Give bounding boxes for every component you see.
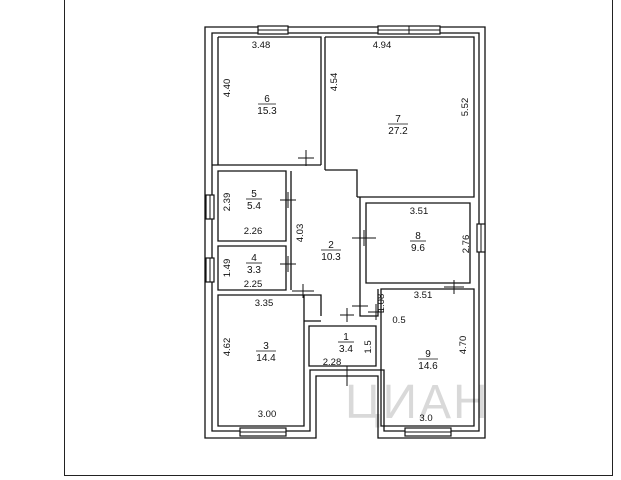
dimension-label: 3.51 <box>410 206 429 217</box>
room-number: 5 <box>251 189 257 200</box>
dimension-label: 2.76 <box>461 235 472 254</box>
room-labels: 6 15.3 7 27.2 5 5.4 2 10.3 8 9.6 4 3.3 3… <box>246 94 438 372</box>
dimension-label: 2.26 <box>244 226 263 237</box>
page-frame <box>64 0 613 476</box>
room-area: 3.4 <box>339 344 353 355</box>
dimension-label: 4.40 <box>222 79 233 98</box>
room-area: 9.6 <box>411 243 425 254</box>
dimension-label: 5.52 <box>460 98 471 117</box>
dimension-label: 4.62 <box>222 338 233 357</box>
dimension-label: 4.03 <box>295 224 306 243</box>
room-area: 14.6 <box>418 361 438 372</box>
room-number: 3 <box>263 341 269 352</box>
dimension-label: 0.5 <box>392 315 405 326</box>
room-area: 10.3 <box>321 252 341 263</box>
dimension-label: 1.08 <box>376 294 387 313</box>
room-number: 7 <box>395 114 401 125</box>
dimension-label: 1.49 <box>222 259 233 278</box>
dimension-label: 4.94 <box>373 40 392 51</box>
room-area: 5.4 <box>247 201 261 212</box>
room-number: 1 <box>343 332 349 343</box>
dimension-label: 3.48 <box>252 40 271 51</box>
window-mullions <box>209 26 482 433</box>
vertical-dimensions: 4.40 4.54 5.52 2.39 4.03 1.49 2.76 1.08 … <box>222 73 472 357</box>
dimension-label: 3.00 <box>258 409 277 420</box>
dimension-label: 2.28 <box>323 357 342 368</box>
dimension-label: 3.35 <box>255 298 274 309</box>
dimension-label: 3.0 <box>419 413 432 424</box>
dimension-label: 3.51 <box>414 290 433 301</box>
dimension-label: 2.25 <box>244 279 263 290</box>
room-area: 15.3 <box>257 106 277 117</box>
dimension-label: 2.39 <box>222 193 233 212</box>
horizontal-dimensions: 3.48 4.94 2.26 2.25 3.51 3.51 3.35 0.5 2… <box>244 40 433 424</box>
room-number: 8 <box>415 231 421 242</box>
watermark-text: ЦИАН <box>345 376 490 429</box>
room-area: 27.2 <box>388 126 408 137</box>
dimension-label: 1.5 <box>363 340 374 353</box>
room-area: 3.3 <box>247 265 261 276</box>
room-number: 6 <box>264 94 270 105</box>
door-markers <box>280 150 464 386</box>
room-number: 2 <box>328 240 334 251</box>
dimension-label: 4.54 <box>329 73 340 92</box>
room-number: 4 <box>251 253 257 264</box>
room-area: 14.4 <box>256 353 276 364</box>
interior-walls <box>212 36 475 427</box>
room-number: 9 <box>425 349 431 360</box>
dimension-label: 4.70 <box>458 336 469 355</box>
